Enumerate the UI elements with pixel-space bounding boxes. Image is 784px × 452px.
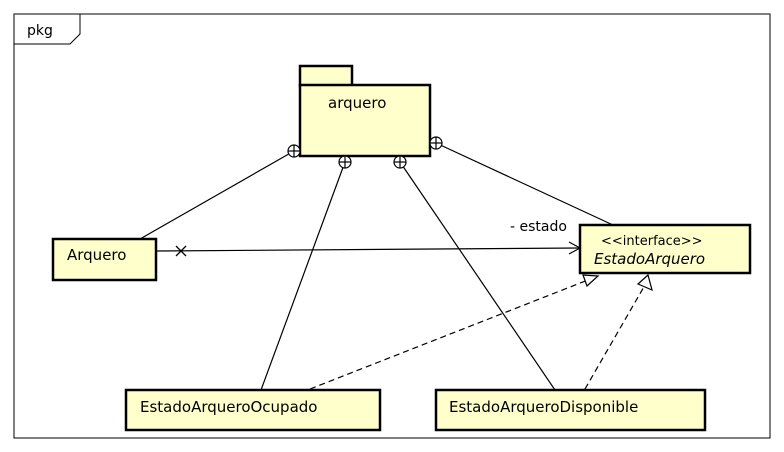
interface-stereotype: <<interface>>	[601, 234, 703, 249]
class-ocupado-name: EstadoArqueroOcupado	[140, 398, 317, 416]
package-arquero[interactable]	[298, 83, 432, 158]
package-name: arquero	[328, 94, 386, 112]
interface-estado-arquero[interactable]	[578, 223, 752, 275]
class-estado-arquero-disponible[interactable]	[434, 388, 707, 432]
containment-anchor-icon	[338, 155, 352, 169]
containment-edge-interface	[435, 142, 614, 226]
containment-edge-ocupado	[260, 161, 346, 391]
realization-edge-ocupado	[309, 277, 594, 390]
class-disponible-name: EstadoArqueroDisponible	[449, 398, 638, 416]
non-navigable-cross-icon	[175, 245, 187, 257]
containment-anchor-icon	[287, 144, 301, 158]
interface-name: EstadoArquero	[594, 250, 705, 268]
frame-tab	[14, 14, 81, 45]
association-role-label: - estado	[510, 219, 567, 235]
realization-arrowhead-icon	[636, 273, 653, 292]
class-arquero-name: Arquero	[67, 246, 126, 264]
realization-arrowhead-icon	[582, 274, 600, 288]
realization-edge-disponible	[584, 284, 646, 390]
package-tab[interactable]	[298, 64, 354, 88]
class-estado-arquero-ocupado[interactable]	[124, 388, 382, 432]
containment-anchor-icon	[429, 136, 443, 150]
frame-label: pkg	[27, 23, 53, 39]
class-arquero[interactable]	[51, 237, 158, 282]
containment-edge-arquero	[139, 150, 295, 240]
association-edge	[156, 247, 581, 252]
containment-edge-disponible	[399, 161, 556, 391]
containment-anchor-icon	[393, 155, 407, 169]
